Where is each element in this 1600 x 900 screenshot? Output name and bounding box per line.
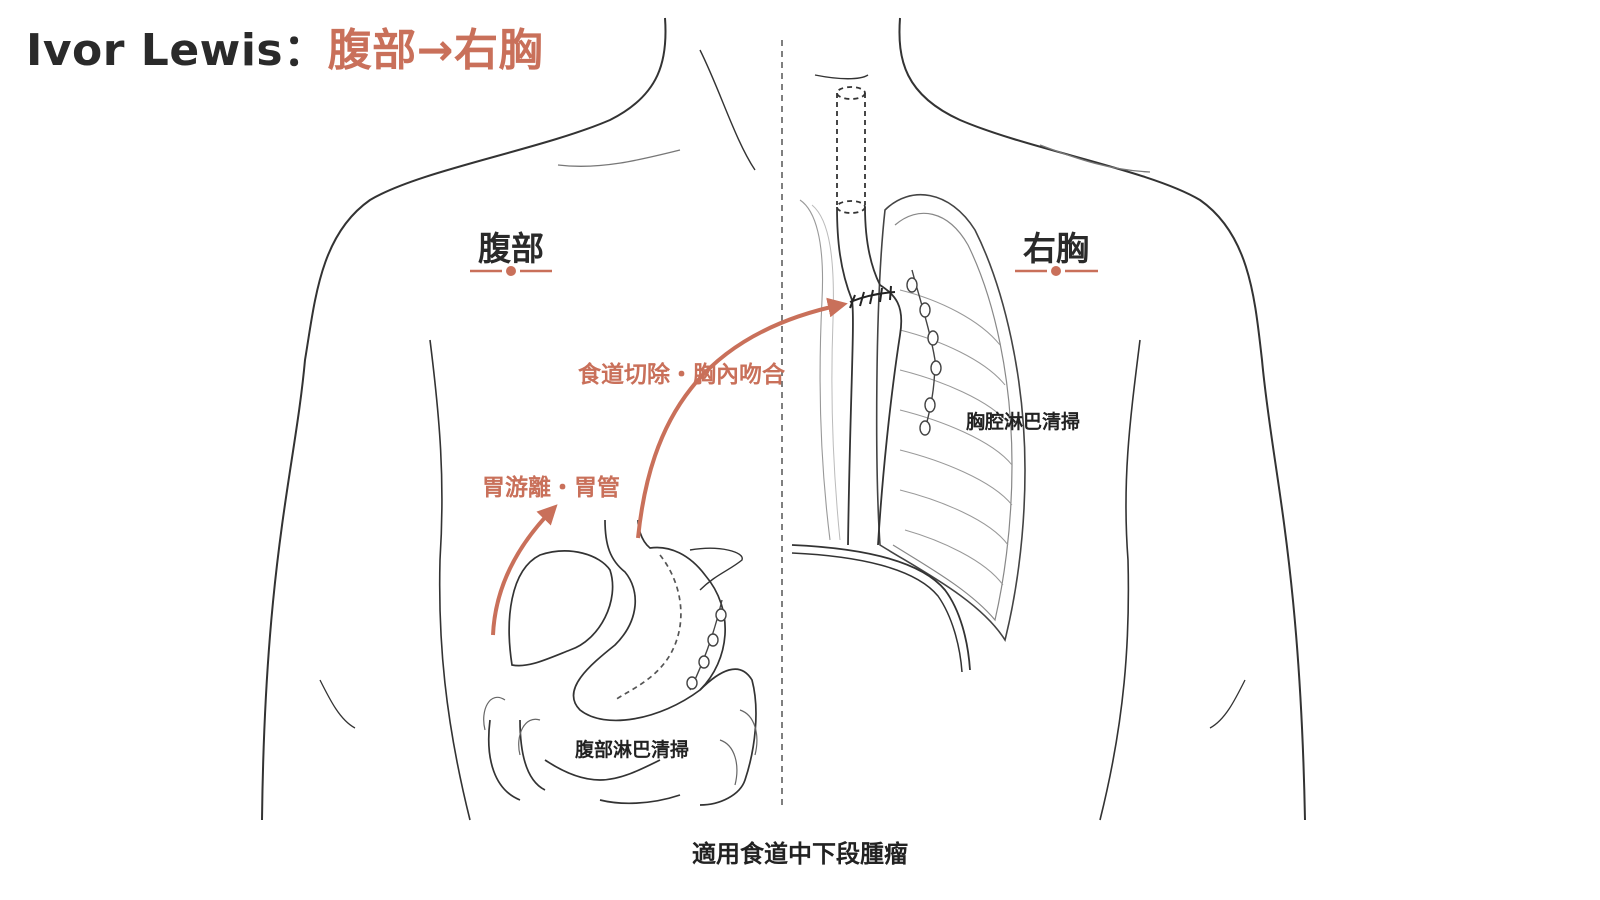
right-chest-label: 右胸 [1023, 229, 1089, 268]
footer-caption: 適用食道中下段腫瘤 [692, 840, 908, 868]
esophagectomy-anastomosis-label: 食道切除・胸內吻合 [578, 362, 785, 388]
torso-outline [261, 17, 1306, 821]
title-route: 腹部→右胸 [327, 25, 543, 76]
abdominal-organs [483, 519, 758, 806]
abdominal-lymph-dissection-label: 腹部淋巴清掃 [575, 739, 690, 761]
abdomen-label: 腹部 [478, 229, 544, 268]
arrow-gastric-mobilization [491, 504, 558, 636]
esophagus [836, 86, 903, 546]
page-title: Ivor Lewis：腹部→右胸 [26, 14, 543, 78]
right-lung [791, 193, 1026, 673]
arrow-esophagectomy [636, 297, 848, 539]
right-chest-ornament [1015, 266, 1098, 276]
abdomen-ornament [470, 266, 552, 276]
gastric-mobilization-label: 胃游離・胃管 [482, 475, 620, 501]
thoracic-lymph-dissection-label: 胸腔淋巴清掃 [966, 411, 1081, 433]
abdominal-lymph-nodes [686, 599, 727, 691]
thoracic-lymph-nodes [906, 269, 942, 436]
title-procedure: Ivor Lewis： [26, 25, 328, 76]
